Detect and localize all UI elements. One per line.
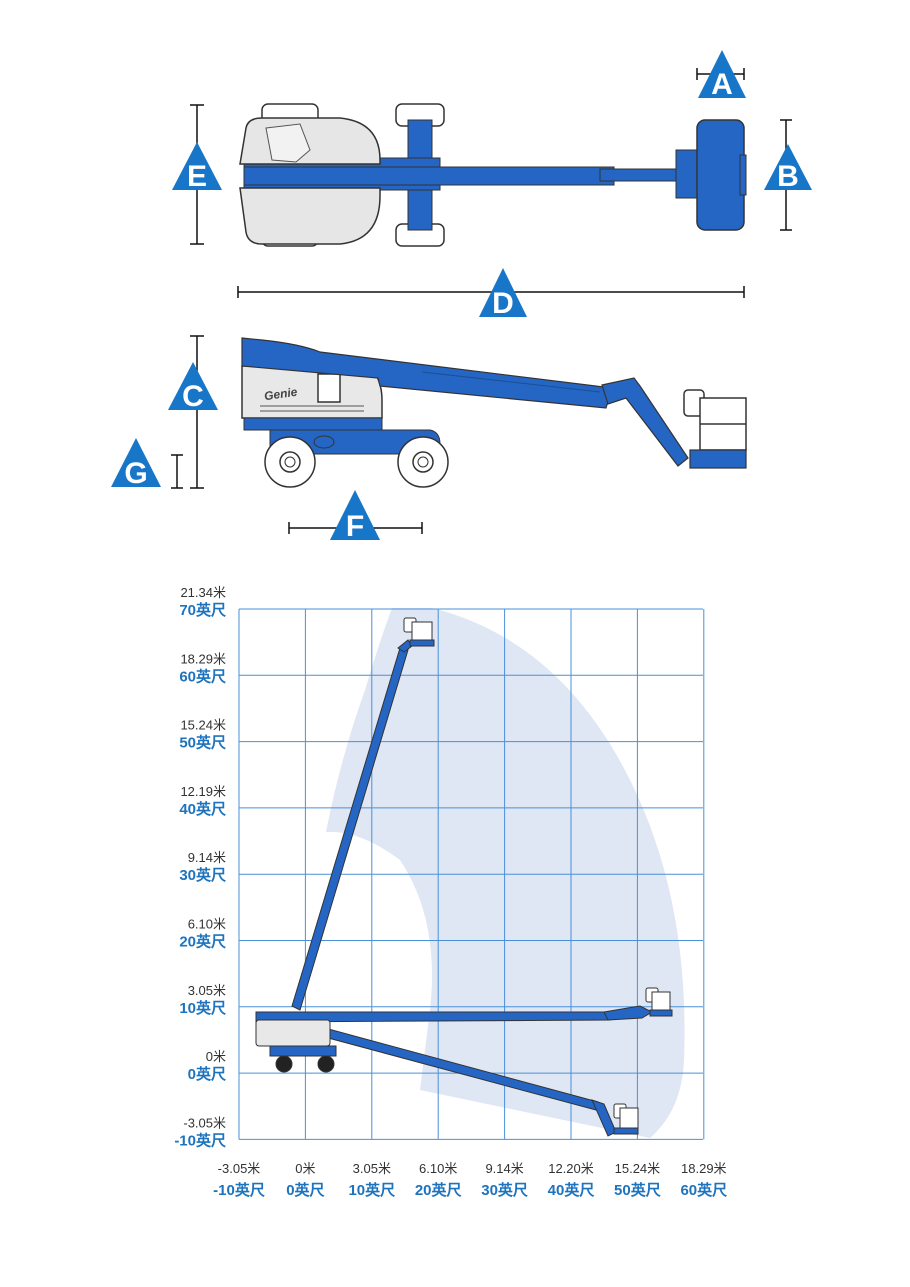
y-tick-label-feet: -10英尺 bbox=[174, 1131, 226, 1149]
boom-max-height bbox=[291, 617, 435, 1011]
y-tick-label-feet: 20英尺 bbox=[179, 933, 226, 951]
boom-max-outreach bbox=[255, 987, 673, 1023]
dimension-a: A bbox=[696, 50, 746, 101]
x-tick-label-feet: 30英尺 bbox=[481, 1181, 528, 1199]
dimension-b: B bbox=[764, 119, 812, 231]
x-tick-label-meters: 12.20米 bbox=[548, 1161, 594, 1176]
x-tick-label-feet: 40英尺 bbox=[548, 1181, 595, 1199]
dimension-c: C bbox=[168, 335, 218, 489]
y-tick-label-meters: 12.19米 bbox=[180, 784, 226, 799]
y-tick-label-feet: 40英尺 bbox=[179, 800, 226, 818]
y-tick-label-meters: 21.34米 bbox=[180, 585, 226, 600]
dimension-label-f: F bbox=[346, 510, 364, 543]
y-tick-label-meters: -3.05米 bbox=[183, 1115, 226, 1130]
x-tick-label-meters: -3.05米 bbox=[218, 1161, 261, 1176]
top-view-machine bbox=[239, 103, 747, 247]
x-tick-label-meters: 9.14米 bbox=[485, 1161, 523, 1176]
side-view-machine: Genie bbox=[241, 337, 747, 488]
y-tick-label-feet: 10英尺 bbox=[179, 999, 226, 1017]
dimension-marker-icon bbox=[764, 144, 812, 190]
y-tick-label-feet: 50英尺 bbox=[179, 734, 226, 752]
x-tick-label-feet: 20英尺 bbox=[415, 1181, 462, 1199]
working-range-chart: 21.34米70英尺18.29米60英尺15.24米50英尺12.19米40英尺… bbox=[174, 585, 727, 1199]
brand-logo-text: Genie bbox=[263, 385, 298, 404]
dimension-label-b: B bbox=[777, 160, 799, 193]
x-tick-label-meters: 18.29米 bbox=[681, 1161, 727, 1176]
dimension-f: F bbox=[288, 490, 423, 543]
dimension-marker-icon bbox=[698, 50, 746, 98]
dimension-label-d: D bbox=[492, 287, 514, 320]
dimension-g: G bbox=[111, 438, 183, 490]
x-axis-labels: -3.05米 -10英尺 0米 0英尺 3.05米 10英尺 6.10米 20英尺 9.14米 3… bbox=[213, 1161, 727, 1199]
dimension-marker-icon bbox=[172, 142, 222, 190]
y-tick-label-meters: 9.14米 bbox=[188, 850, 226, 865]
y-tick-label-feet: 60英尺 bbox=[179, 667, 226, 685]
dimension-marker-icon bbox=[168, 362, 218, 410]
chart-machine-base bbox=[255, 1019, 337, 1073]
y-tick-label-meters: 0米 bbox=[206, 1049, 226, 1064]
x-tick-label-feet: 50英尺 bbox=[614, 1181, 661, 1199]
x-tick-label-meters: 3.05米 bbox=[353, 1161, 391, 1176]
y-tick-label-meters: 3.05米 bbox=[188, 983, 226, 998]
working-envelope bbox=[326, 608, 685, 1138]
x-tick-label-meters: 15.24米 bbox=[615, 1161, 661, 1176]
dimension-label-c: C bbox=[182, 380, 204, 413]
x-tick-label-feet: 0英尺 bbox=[286, 1181, 324, 1199]
x-tick-label-meters: 0米 bbox=[295, 1161, 315, 1176]
platform-side bbox=[689, 449, 747, 469]
x-tick-label-feet: 10英尺 bbox=[348, 1181, 395, 1199]
x-tick-label-feet: 60英尺 bbox=[680, 1181, 727, 1199]
y-tick-label-meters: 15.24米 bbox=[180, 718, 226, 733]
dimension-label-g: G bbox=[124, 457, 147, 490]
dimension-e: E bbox=[172, 104, 222, 245]
x-tick-label-meters: 6.10米 bbox=[419, 1161, 457, 1176]
y-tick-label-feet: 0英尺 bbox=[188, 1065, 226, 1083]
platform-top bbox=[696, 119, 745, 231]
dimension-marker-icon bbox=[111, 438, 161, 487]
x-tick-label-feet: -10英尺 bbox=[213, 1181, 265, 1199]
dimension-d: D bbox=[237, 268, 745, 320]
y-tick-label-meters: 6.10米 bbox=[188, 917, 226, 932]
dimension-label-a: A bbox=[711, 68, 733, 101]
dimension-label-e: E bbox=[187, 160, 207, 193]
y-tick-label-feet: 30英尺 bbox=[179, 866, 226, 884]
dimension-marker-icon bbox=[330, 490, 380, 540]
y-tick-label-meters: 18.29米 bbox=[180, 651, 226, 666]
dimension-marker-icon bbox=[479, 268, 527, 317]
y-tick-label-feet: 70英尺 bbox=[179, 601, 226, 619]
